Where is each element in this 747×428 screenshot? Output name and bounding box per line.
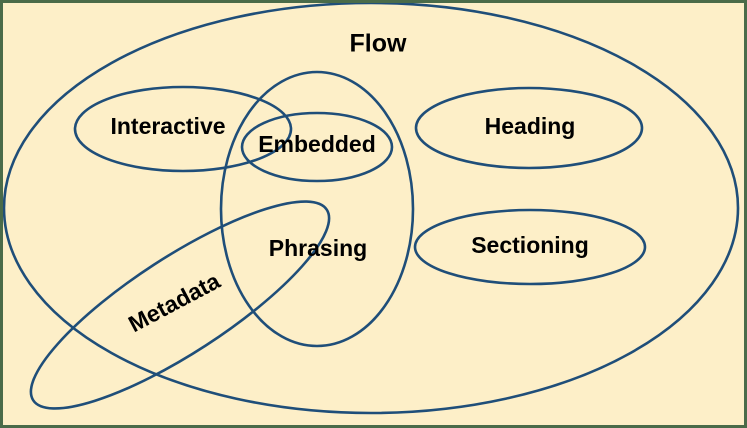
- venn-ellipse-interactive: [73, 85, 293, 173]
- venn-ellipse-phrasing: [219, 70, 415, 348]
- venn-ellipse-metadata: [29, 200, 331, 410]
- venn-ellipse-sectioning: [413, 208, 647, 286]
- venn-ellipse-heading: [414, 86, 644, 170]
- venn-label-heading: Heading: [485, 113, 576, 139]
- venn-label-embedded: Embedded: [258, 131, 376, 157]
- venn-ellipse-embedded: [240, 111, 394, 183]
- venn-label-interactive: Interactive: [110, 113, 225, 139]
- venn-label-phrasing: Phrasing: [269, 235, 367, 261]
- venn-label-sectioning: Sectioning: [471, 232, 589, 258]
- venn-label-flow: Flow: [350, 30, 407, 58]
